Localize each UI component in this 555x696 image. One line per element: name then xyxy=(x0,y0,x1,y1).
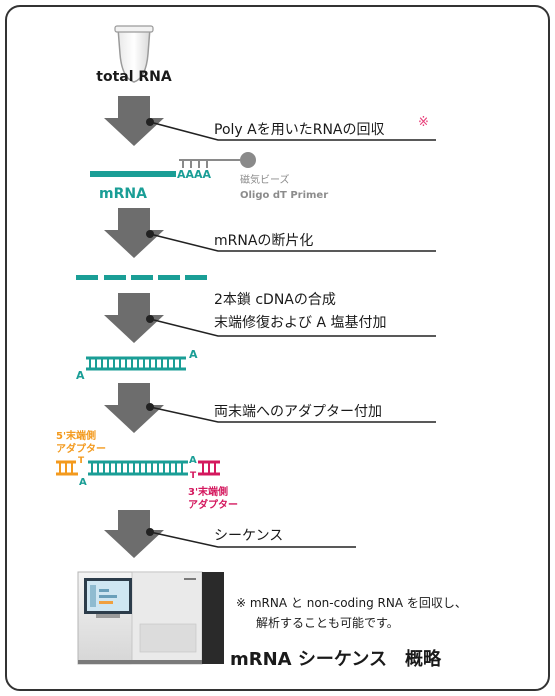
adapter3-label-2: アダプター xyxy=(188,498,238,511)
mrna-fragments xyxy=(76,275,207,280)
diagram-title: mRNA シーケンス 概略 xyxy=(230,648,442,670)
bead-label-2: Oligo dT Primer xyxy=(240,190,328,201)
step-arrow-1 xyxy=(104,96,164,146)
note-line-2: 解析することも可能です。 xyxy=(256,616,399,630)
a-overhang-lower: A xyxy=(76,369,85,382)
step-arrow-5 xyxy=(104,510,164,558)
note-line-1: ※ mRNA と non-coding RNA を回収し、 xyxy=(236,596,467,610)
oligo-dt-primer xyxy=(179,159,240,168)
step-label-3b: 末端修復および A 塩基付加 xyxy=(214,314,386,331)
step-leader-line-2 xyxy=(149,233,436,252)
step-arrow-2 xyxy=(104,208,164,258)
mrna-strand xyxy=(90,171,176,177)
adapter-5prime xyxy=(56,460,78,476)
step-label-4: 両末端へのアダプター付加 xyxy=(214,404,382,420)
step-label-3a: 2本鎖 cDNAの合成 xyxy=(214,292,336,308)
cdna-insert xyxy=(88,460,188,476)
t-overhang-left: T xyxy=(78,456,85,466)
step-leader-line-3 xyxy=(149,318,436,337)
mrna-label: mRNA xyxy=(99,186,147,202)
step-leader-line-5 xyxy=(149,531,356,548)
adapter5-label-2: アダプター xyxy=(56,442,106,455)
step-leader-line-1 xyxy=(149,121,436,141)
a-overhang-upper: A xyxy=(189,348,198,361)
total-rna-label: total RNA xyxy=(96,69,172,85)
adapter5-label-1: 5'末端側 xyxy=(56,429,96,442)
sequencer-icon xyxy=(77,571,224,665)
a-overhang-right: A xyxy=(189,455,197,466)
adapter3-label-1: 3'末端側 xyxy=(188,485,228,498)
a-overhang-left: A xyxy=(79,477,87,488)
step-label-5: シーケンス xyxy=(214,528,283,544)
step-label-1: Poly Aを用いたRNAの回収 xyxy=(214,122,385,138)
test-tube-icon xyxy=(114,25,154,83)
step-leader-line-4 xyxy=(149,406,436,423)
poly-a-tail: AAAA xyxy=(177,168,212,181)
bead-label-1: 磁気ビーズ xyxy=(240,173,290,186)
note-mark: ※ xyxy=(418,115,429,130)
step-arrow-3 xyxy=(104,293,164,343)
step-arrow-4 xyxy=(104,383,164,433)
cdna-duplex xyxy=(86,356,186,371)
step-label-2: mRNAの断片化 xyxy=(214,233,313,249)
magnetic-bead-icon xyxy=(240,152,256,168)
t-overhang-right: T xyxy=(190,471,197,481)
adapter-3prime xyxy=(198,460,220,476)
